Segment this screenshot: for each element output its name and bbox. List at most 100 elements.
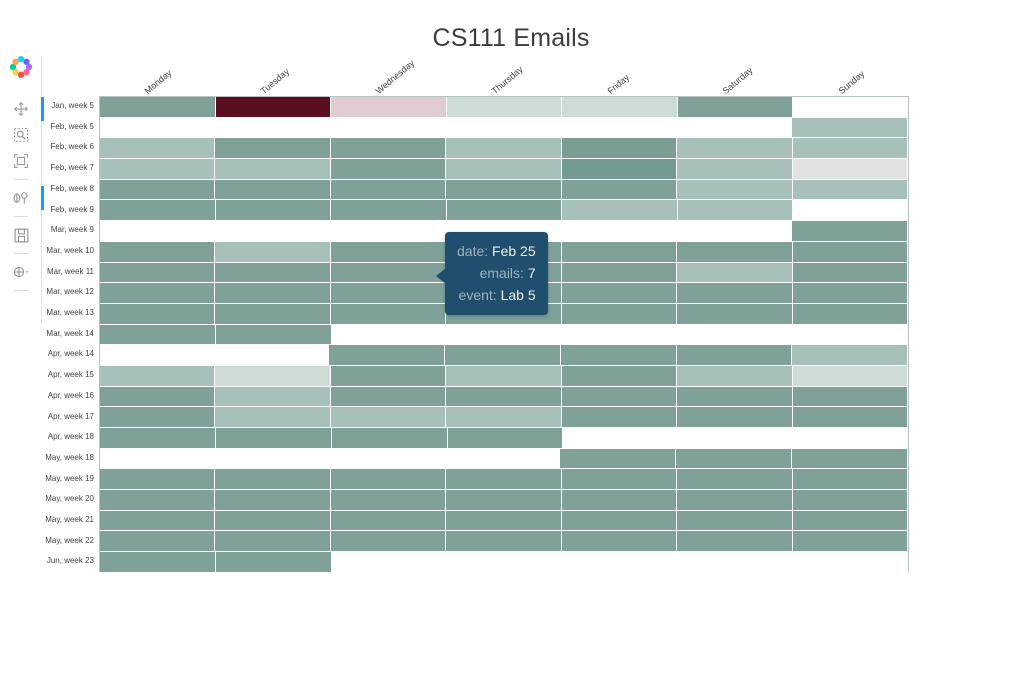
heatmap-cell[interactable]: [100, 448, 215, 470]
heatmap-cell[interactable]: [561, 283, 678, 304]
heatmap-cell[interactable]: [100, 221, 216, 242]
heatmap-cell[interactable]: [676, 448, 792, 470]
heatmap-cell[interactable]: [100, 324, 217, 346]
heatmap-cell[interactable]: [792, 448, 908, 470]
heatmap-cell[interactable]: [561, 138, 678, 160]
heatmap-cell[interactable]: [792, 407, 908, 428]
heatmap-cell[interactable]: [215, 469, 331, 491]
heatmap-cell[interactable]: [793, 428, 909, 449]
heatmap-cell[interactable]: [100, 138, 216, 160]
heatmap-cell[interactable]: [100, 159, 216, 180]
heatmap-cell[interactable]: [677, 531, 793, 553]
download-plot-icon[interactable]: [6, 222, 36, 248]
heatmap-cell[interactable]: [100, 262, 216, 284]
heatmap-cell[interactable]: [677, 138, 793, 160]
heatmap-cell[interactable]: [100, 552, 217, 573]
heatmap-cell[interactable]: [446, 365, 562, 387]
heatmap-cell[interactable]: [100, 510, 216, 532]
heatmap-cell[interactable]: [100, 469, 216, 491]
heatmap-cell[interactable]: [560, 345, 677, 366]
heatmap-cell[interactable]: [563, 428, 679, 449]
heatmap-cell[interactable]: [100, 200, 216, 222]
heatmap-cell[interactable]: [330, 448, 445, 470]
heatmap-cell[interactable]: [330, 117, 446, 139]
heatmap-cell[interactable]: [446, 97, 563, 118]
heatmap-cell[interactable]: [330, 303, 447, 325]
heatmap-cell[interactable]: [330, 469, 447, 491]
heatmap-cell[interactable]: [793, 200, 909, 222]
heatmap-cell[interactable]: [792, 365, 908, 387]
heatmap-cell[interactable]: [677, 469, 793, 491]
heatmap-cell[interactable]: [561, 510, 678, 532]
heatmap-cell[interactable]: [792, 283, 908, 304]
heatmap-cell[interactable]: [446, 510, 562, 532]
heatmap-cell[interactable]: [332, 324, 448, 346]
heatmap-cell[interactable]: [792, 531, 908, 553]
heatmap-cell[interactable]: [330, 179, 447, 201]
heatmap-cell[interactable]: [330, 283, 447, 304]
heatmap-cell[interactable]: [446, 138, 562, 160]
heatmap-cell[interactable]: [561, 469, 678, 491]
heatmap-cell[interactable]: [677, 510, 793, 532]
heatmap-cell[interactable]: [792, 241, 908, 263]
heatmap-cell[interactable]: [331, 428, 448, 449]
heatmap-cell[interactable]: [215, 428, 332, 449]
heatmap-cell[interactable]: [561, 407, 678, 428]
heatmap-cell[interactable]: [215, 407, 331, 428]
heatmap-cell[interactable]: [215, 200, 332, 222]
heatmap-cell[interactable]: [100, 531, 216, 553]
heatmap-cell[interactable]: [215, 531, 331, 553]
heatmap-cell[interactable]: [677, 179, 793, 201]
heatmap-cell[interactable]: [677, 365, 793, 387]
heatmap-cell[interactable]: [677, 407, 793, 428]
heatmap-cell[interactable]: [792, 303, 908, 325]
heatmap-cell[interactable]: [561, 531, 678, 553]
plotly-logo-icon[interactable]: [6, 52, 36, 82]
heatmap-cell[interactable]: [561, 117, 677, 139]
heatmap-cell[interactable]: [215, 283, 331, 304]
heatmap-cell[interactable]: [215, 262, 331, 284]
heatmap-cell[interactable]: [215, 303, 331, 325]
heatmap-cell[interactable]: [792, 552, 908, 573]
heatmap-cell[interactable]: [792, 345, 909, 366]
heatmap-cell[interactable]: [446, 200, 563, 222]
heatmap-cell[interactable]: [792, 159, 908, 180]
heatmap-cell[interactable]: [100, 345, 215, 366]
heatmap-cell[interactable]: [446, 531, 562, 553]
heatmap-cell[interactable]: [330, 159, 447, 180]
heatmap-cell[interactable]: [677, 552, 793, 573]
heatmap-cell[interactable]: [561, 262, 678, 284]
heatmap-cell[interactable]: [792, 138, 908, 160]
heatmap-cell[interactable]: [214, 345, 330, 366]
heatmap-cell[interactable]: [676, 221, 792, 242]
heatmap-cell[interactable]: [100, 490, 216, 511]
heatmap-cell[interactable]: [561, 179, 678, 201]
heatmap-cell[interactable]: [215, 117, 331, 139]
heatmap-cell[interactable]: [561, 365, 678, 387]
heatmap-cell[interactable]: [100, 283, 216, 304]
heatmap-cell[interactable]: [677, 97, 794, 118]
heatmap-cell[interactable]: [676, 345, 793, 366]
heatmap-cell[interactable]: [677, 324, 793, 346]
heatmap-cell[interactable]: [215, 138, 331, 160]
heatmap-cell[interactable]: [216, 324, 333, 346]
heatmap-cell[interactable]: [560, 448, 676, 470]
heatmap-cell[interactable]: [792, 324, 908, 346]
heatmap-cell[interactable]: [216, 552, 333, 573]
heatmap-cell[interactable]: [561, 490, 678, 511]
heatmap-cell[interactable]: [447, 552, 563, 573]
heatmap-cell[interactable]: [561, 221, 677, 242]
heatmap-cell[interactable]: [792, 510, 908, 532]
heatmap-cell[interactable]: [100, 407, 216, 428]
heatmap-cell[interactable]: [446, 386, 562, 408]
heatmap-cell[interactable]: [677, 262, 793, 284]
heatmap-cell[interactable]: [100, 303, 216, 325]
heatmap-cell[interactable]: [330, 262, 447, 284]
heatmap-cell[interactable]: [215, 221, 331, 242]
heatmap-cell[interactable]: [677, 283, 793, 304]
heatmap-cell[interactable]: [792, 490, 908, 511]
heatmap-cell[interactable]: [791, 117, 908, 139]
heatmap-cell[interactable]: [215, 179, 331, 201]
heatmap-cell[interactable]: [792, 262, 908, 284]
